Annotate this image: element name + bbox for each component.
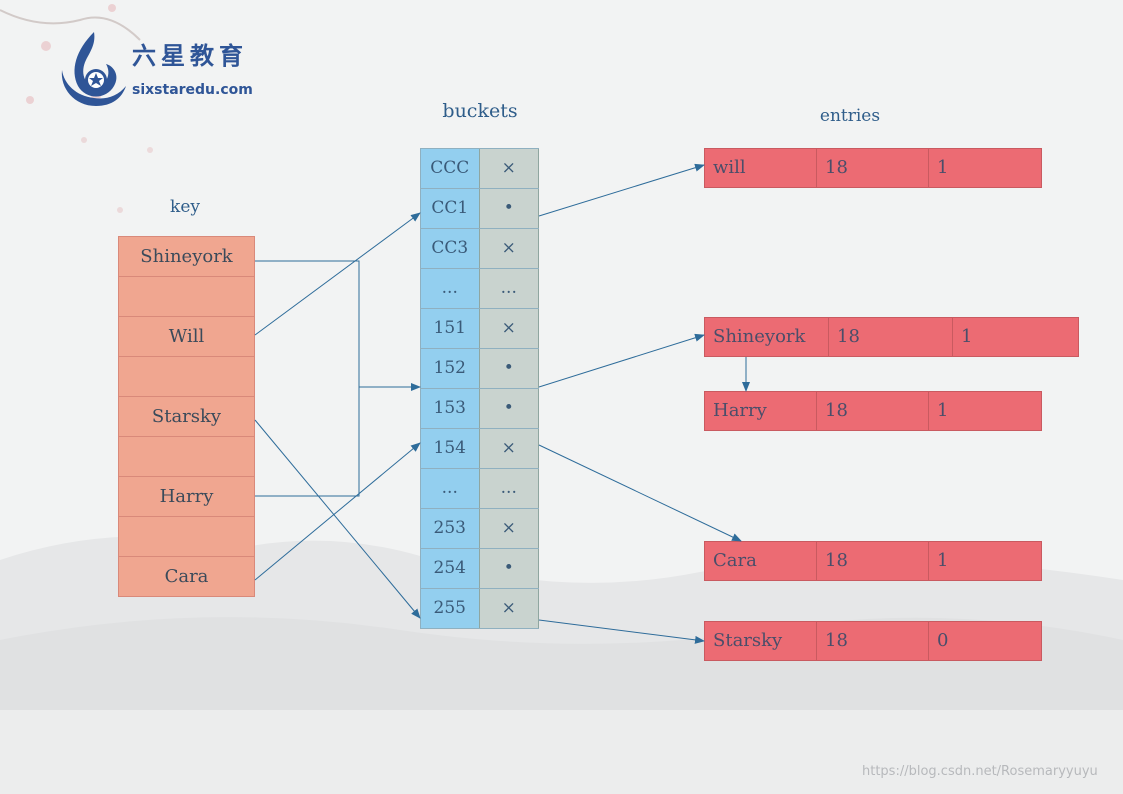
bucket-index: ... bbox=[420, 269, 480, 308]
bucket-value: ... bbox=[479, 269, 539, 308]
entry-next: 1 bbox=[937, 400, 949, 421]
bucket-row: 152• bbox=[420, 349, 539, 389]
blossom-branch-decoration bbox=[0, 4, 153, 213]
bucket-row: CC3× bbox=[420, 229, 539, 269]
bucket-row: 154× bbox=[420, 429, 539, 469]
entry-will: will 18 1 bbox=[704, 148, 1042, 188]
key-cell bbox=[118, 437, 255, 477]
entry-key: will bbox=[705, 149, 817, 187]
key-cell bbox=[118, 357, 255, 397]
entry-key: Shineyork bbox=[705, 318, 829, 356]
bucket-index: CC3 bbox=[420, 229, 480, 268]
entry-value: 18 bbox=[829, 318, 953, 356]
bucket-value: • bbox=[479, 349, 539, 388]
key-table: Shineyork Will Starsky Harry Cara bbox=[118, 236, 255, 597]
key-cell: Cara bbox=[118, 557, 255, 597]
bucket-value: × bbox=[479, 509, 539, 548]
buckets-title: buckets bbox=[442, 100, 518, 122]
bucket-row: 255× bbox=[420, 589, 539, 629]
bucket-index: CCC bbox=[420, 149, 480, 188]
bucket-index: ... bbox=[420, 469, 480, 508]
brand-logo: 六星教育 sixstaredu.com bbox=[56, 30, 266, 110]
key-cell: Shineyork bbox=[118, 236, 255, 277]
key-cell bbox=[118, 517, 255, 557]
entry-next: 1 bbox=[937, 550, 949, 571]
bucket-value: × bbox=[479, 229, 539, 268]
bucket-row: CCC× bbox=[420, 148, 539, 189]
brand-name-cn: 六星教育 bbox=[132, 42, 248, 70]
entry-next: 1 bbox=[961, 326, 973, 347]
bucket-index: 151 bbox=[420, 309, 480, 348]
bucket-index: 154 bbox=[420, 429, 480, 468]
flame-star-icon bbox=[61, 32, 126, 106]
bucket-row: 151× bbox=[420, 309, 539, 349]
entry-key: Starsky bbox=[705, 622, 817, 660]
brand-site: sixstaredu.com bbox=[132, 82, 253, 98]
watermark-url: https://blog.csdn.net/Rosemaryyuyu bbox=[862, 764, 1098, 779]
bucket-row: 253× bbox=[420, 509, 539, 549]
bucket-index: 254 bbox=[420, 549, 480, 588]
key-cell: Harry bbox=[118, 477, 255, 517]
entry-value: 18 bbox=[817, 622, 929, 660]
entry-next: 1 bbox=[937, 157, 949, 178]
bucket-row: ...... bbox=[420, 269, 539, 309]
entry-key: Harry bbox=[705, 392, 817, 430]
bucket-value: × bbox=[479, 309, 539, 348]
bucket-value: ... bbox=[479, 469, 539, 508]
entry-next: 0 bbox=[937, 630, 949, 651]
entry-value: 18 bbox=[817, 542, 929, 580]
entry-harry: Harry 18 1 bbox=[704, 391, 1042, 431]
bucket-value: × bbox=[479, 429, 539, 468]
bucket-row: 254• bbox=[420, 549, 539, 589]
bucket-value: • bbox=[479, 189, 539, 228]
entry-value: 18 bbox=[817, 392, 929, 430]
key-cell: Will bbox=[118, 317, 255, 357]
key-title: key bbox=[170, 197, 200, 217]
bucket-index: 153 bbox=[420, 389, 480, 428]
entry-key: Cara bbox=[705, 542, 817, 580]
bucket-row: 153• bbox=[420, 389, 539, 429]
bucket-row: ...... bbox=[420, 469, 539, 509]
entry-starsky: Starsky 18 0 bbox=[704, 621, 1042, 661]
bucket-value: • bbox=[479, 549, 539, 588]
buckets-table: CCC× CC1• CC3× ...... 151× 152• 153• 154… bbox=[420, 148, 539, 629]
entry-shineyork: Shineyork 18 1 bbox=[704, 317, 1079, 357]
bucket-index: 253 bbox=[420, 509, 480, 548]
bucket-row: CC1• bbox=[420, 189, 539, 229]
bucket-value: × bbox=[479, 589, 539, 628]
key-cell: Starsky bbox=[118, 397, 255, 437]
bucket-value: • bbox=[479, 389, 539, 428]
entries-title: entries bbox=[819, 106, 881, 126]
key-cell bbox=[118, 277, 255, 317]
bucket-index: 255 bbox=[420, 589, 480, 628]
bucket-value: × bbox=[479, 149, 539, 188]
entry-value: 18 bbox=[817, 149, 929, 187]
bucket-index: 152 bbox=[420, 349, 480, 388]
entry-cara: Cara 18 1 bbox=[704, 541, 1042, 581]
bucket-index: CC1 bbox=[420, 189, 480, 228]
